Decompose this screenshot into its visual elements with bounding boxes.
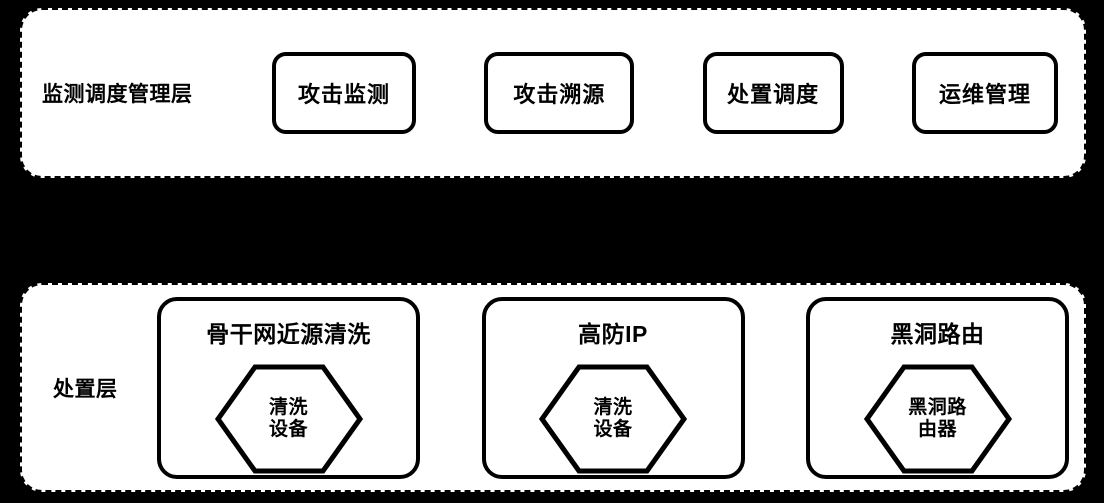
node-title: 黑洞路由 [890,320,985,347]
node-disposal-scheduling[interactable]: 处置调度 [702,52,844,134]
node-label: 处置调度 [727,82,820,107]
layer-disposal: 处置层 骨干网近源清洗 清洗 设备 高防IP [20,283,1086,492]
hexagon-icon [863,364,1012,473]
layer-monitoring-scheduling-management: 监测调度管理层 攻击监测 攻击溯源 处置调度 运维管理 [20,8,1086,178]
hexagon-icon [214,364,363,473]
monitoring-node-row: 攻击监测 攻击溯源 处置调度 运维管理 [272,10,1058,176]
node-title: 骨干网近源清洗 [206,320,371,347]
layer-label-disposal: 处置层 [53,377,118,401]
disposal-node-row: 骨干网近源清洗 清洗 设备 高防IP [157,285,1069,490]
node-label: 攻击溯源 [513,82,606,107]
hexagon-cleaning-device: 清洗 设备 [538,363,688,475]
hexagon-cleaning-device: 清洗 设备 [214,363,364,475]
node-attack-traceback[interactable]: 攻击溯源 [484,52,635,134]
hexagon-icon [538,364,688,473]
node-blackhole-routing[interactable]: 黑洞路由 黑洞路 由器 [806,296,1069,479]
node-label: 运维管理 [938,82,1031,107]
node-backbone-near-source-cleaning[interactable]: 骨干网近源清洗 清洗 设备 [157,296,420,479]
node-high-defense-ip[interactable]: 高防IP 清洗 设备 [481,296,745,479]
node-attack-monitoring[interactable]: 攻击监测 [272,52,416,134]
hexagon-blackhole-router: 黑洞路 由器 [863,363,1013,475]
layer-label-monitoring: 监测调度管理层 [42,83,193,106]
node-title: 高防IP [578,320,648,347]
node-operations-management[interactable]: 运维管理 [911,52,1058,134]
node-label: 攻击监测 [297,82,390,107]
